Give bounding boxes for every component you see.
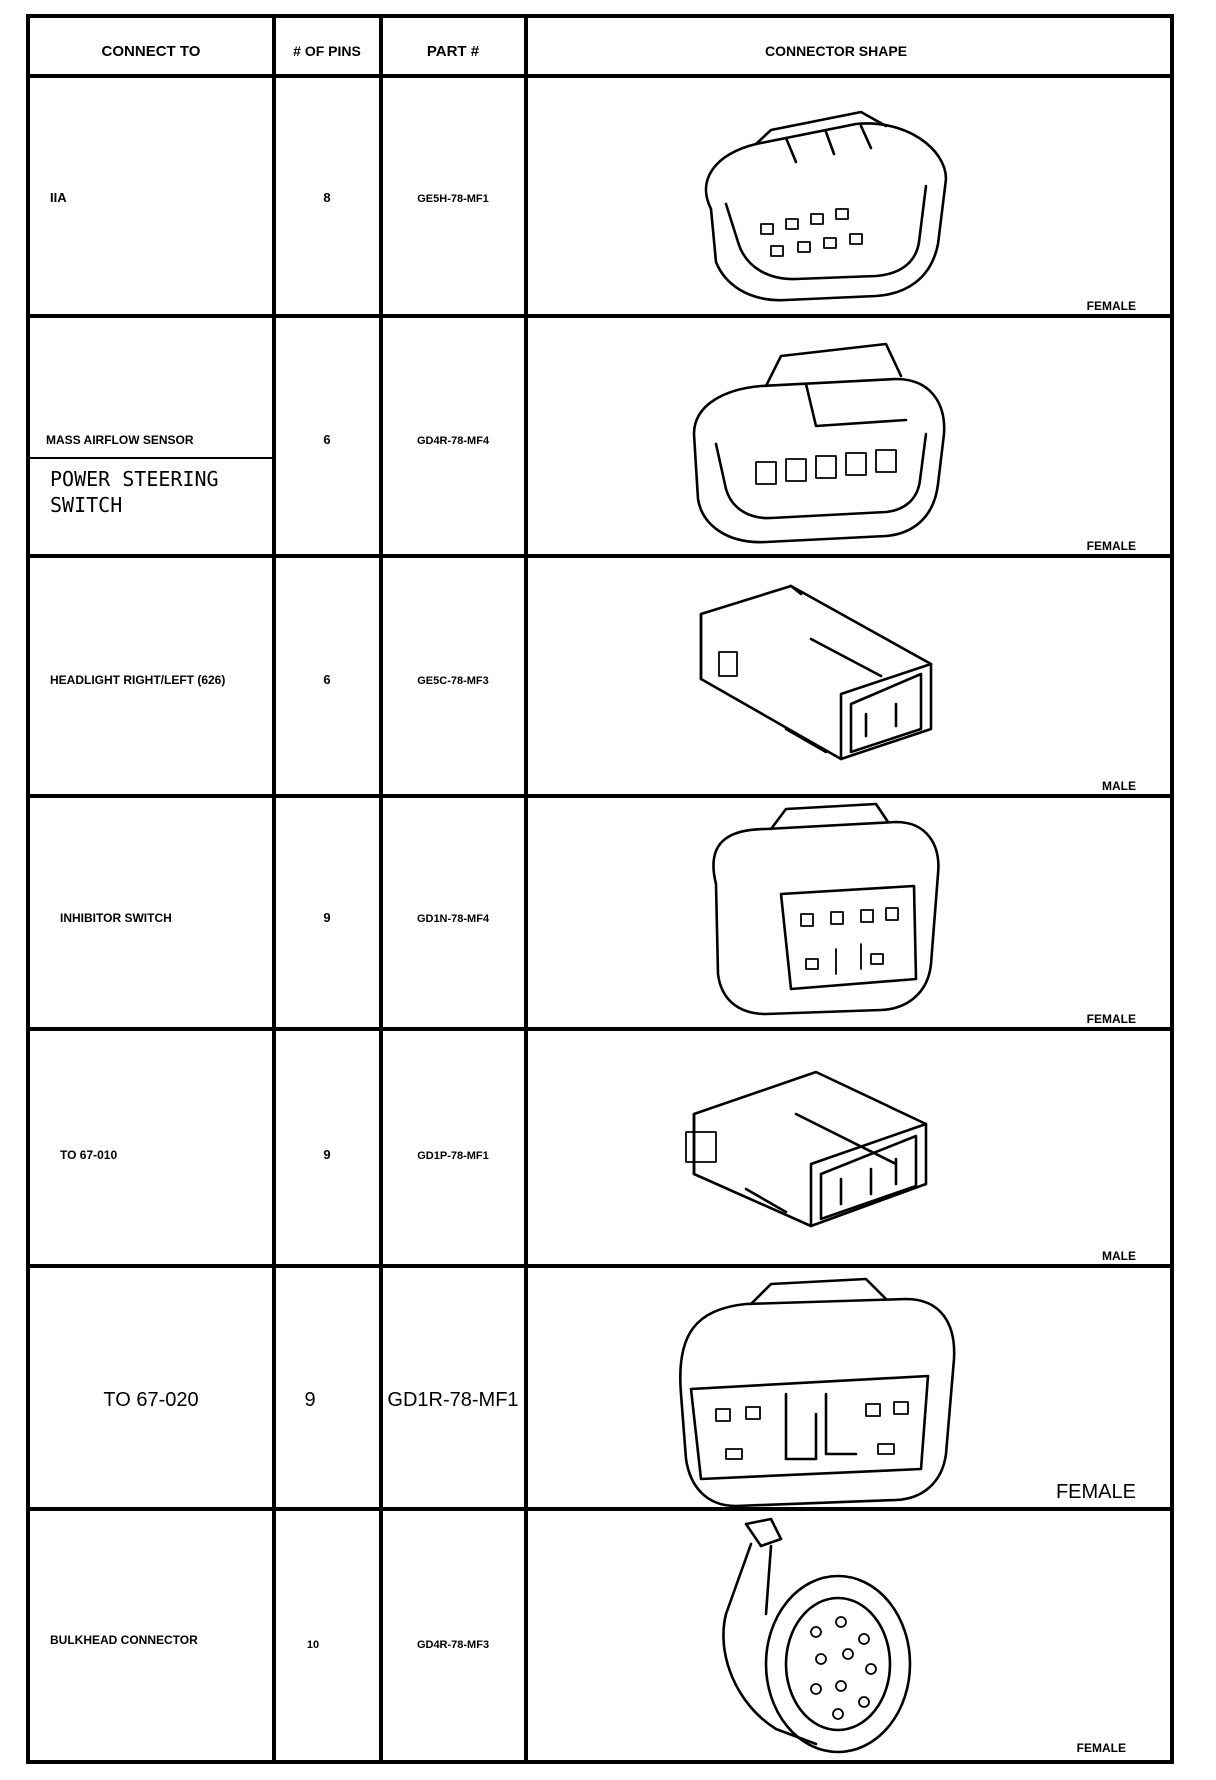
table-row: TO 67-010 9 GD1P-78-MF1 MALE: [60, 1070, 1136, 1263]
table-row: BULKHEAD CONNECTOR 10 GD4R-78-MF3 FEMALE: [50, 1517, 1126, 1755]
pins-cell: 6: [323, 432, 330, 447]
male-6-pin-connector-icon: [699, 584, 933, 761]
female-8-pin-connector-icon: [704, 110, 948, 302]
table-row: IIA 8 GE5H-78-MF1 FEMALE: [50, 110, 1136, 313]
part-cell: GD4R-78-MF3: [417, 1639, 489, 1651]
connect-to-cell: INHIBITOR SWITCH: [60, 911, 172, 925]
gender-label: FEMALE: [1087, 299, 1136, 313]
connect-to-cell: MASS AIRFLOW SENSOR: [46, 433, 194, 447]
connect-to-cell: TO 67-010: [60, 1148, 117, 1162]
gender-label: FEMALE: [1087, 539, 1136, 553]
part-cell: GE5H-78-MF1: [417, 193, 489, 205]
part-cell: GD1N-78-MF4: [417, 913, 490, 925]
male-9-pin-connector-icon: [685, 1070, 928, 1228]
part-cell: GD1P-78-MF1: [417, 1150, 489, 1162]
part-cell: GE5C-78-MF3: [417, 675, 489, 687]
table-grid: [26, 14, 1174, 1764]
header-connect-to: CONNECT TO: [102, 43, 201, 60]
table-row: HEADLIGHT RIGHT/LEFT (626) 6 GE5C-78-MF3…: [50, 584, 1136, 793]
part-cell: GD4R-78-MF4: [417, 435, 490, 447]
header-connector-shape: CONNECTOR SHAPE: [765, 43, 907, 59]
gender-label: MALE: [1102, 779, 1136, 793]
gender-label: FEMALE: [1077, 1741, 1126, 1755]
header-pins: # OF PINS: [293, 43, 361, 59]
pins-cell: 9: [323, 1147, 330, 1162]
female-9-pin-connector-icon: [712, 802, 940, 1016]
table-row: TO 67-020 9 GD1R-78-MF1 FEMALE: [103, 1277, 1136, 1508]
table-row: MASS AIRFLOW SENSOR POWER STEERING SWITC…: [46, 342, 1136, 553]
female-9-pin-large-connector-icon: [678, 1277, 956, 1508]
connect-to-cell: HEADLIGHT RIGHT/LEFT (626): [50, 673, 225, 687]
round-bulkhead-connector-icon: [722, 1517, 912, 1754]
handwritten-note-line-1: POWER STEERING: [50, 467, 219, 491]
connector-table: CONNECT TO # OF PINS PART # CONNECTOR SH…: [26, 14, 1174, 1764]
connect-to-cell: IIA: [50, 190, 67, 205]
pins-cell: 6: [323, 672, 330, 687]
female-6-pin-connector-icon: [692, 342, 946, 544]
part-cell: GD1R-78-MF1: [387, 1389, 518, 1411]
connect-to-cell: BULKHEAD CONNECTOR: [50, 1633, 198, 1647]
pins-cell: 10: [307, 1639, 319, 1651]
header-part: PART #: [427, 43, 480, 60]
pins-cell: 9: [304, 1389, 315, 1411]
pins-cell: 9: [323, 910, 330, 925]
table-row: INHIBITOR SWITCH 9 GD1N-78-MF4 FEMALE: [60, 802, 1136, 1026]
gender-label: MALE: [1102, 1249, 1136, 1263]
gender-label: FEMALE: [1056, 1481, 1136, 1503]
handwritten-note-line-2: SWITCH: [50, 493, 122, 517]
connect-to-cell: TO 67-020: [103, 1389, 198, 1411]
pins-cell: 8: [323, 190, 330, 205]
gender-label: FEMALE: [1087, 1012, 1136, 1026]
